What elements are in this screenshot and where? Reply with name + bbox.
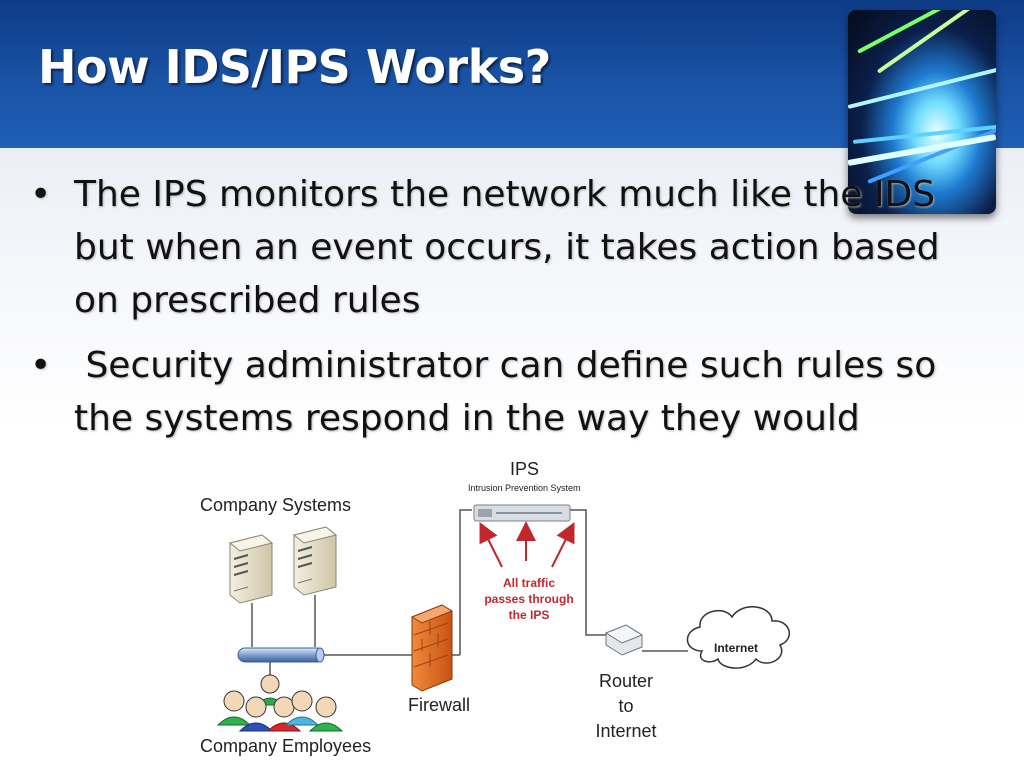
bullet-marker: •: [30, 174, 52, 215]
diagram-graphics: [216, 504, 790, 732]
traffic-note-line: All traffic: [502, 576, 555, 590]
bullet-marker: •: [30, 345, 52, 386]
company-systems-label: Company Systems: [200, 495, 352, 515]
company-employees-label: Company Employees: [200, 736, 372, 756]
ips-network-diagram: Company Systems IPS Intrusion Prevention…: [190, 455, 800, 765]
server-icon: [292, 526, 338, 596]
bullet-text: Security administrator can define such r…: [74, 345, 948, 439]
bullet-text: The IPS monitors the network much like t…: [74, 174, 940, 321]
router-label-line: Router: [598, 671, 654, 691]
server-icon: [228, 534, 274, 604]
traffic-note-line: the IPS: [508, 608, 550, 622]
ips-appliance-icon: [473, 504, 571, 522]
ips-label: IPS: [510, 459, 540, 479]
network-bus-icon: [237, 647, 325, 663]
router-label-line: Internet: [595, 721, 657, 741]
router-icon: [604, 624, 644, 656]
bullet-item: • The IPS monitors the network much like…: [26, 168, 986, 327]
bullet-list: • The IPS monitors the network much like…: [26, 168, 986, 457]
router-label: Router to Internet: [588, 669, 664, 744]
slide-title: How IDS/IPS Works?: [38, 40, 551, 94]
people-icon: [216, 674, 344, 732]
internet-cloud-icon: [686, 606, 790, 669]
bullet-item: • Security administrator can define such…: [26, 339, 986, 445]
internet-label: Internet: [714, 641, 759, 655]
ips-sublabel: Intrusion Prevention System: [468, 483, 581, 493]
traffic-note: All traffic passes through the IPS: [474, 575, 584, 623]
light-burst-image: [848, 10, 996, 214]
firewall-icon: [410, 604, 454, 692]
router-label-line: to: [618, 696, 634, 716]
traffic-note-line: passes through: [484, 592, 574, 606]
firewall-label: Firewall: [408, 695, 471, 715]
